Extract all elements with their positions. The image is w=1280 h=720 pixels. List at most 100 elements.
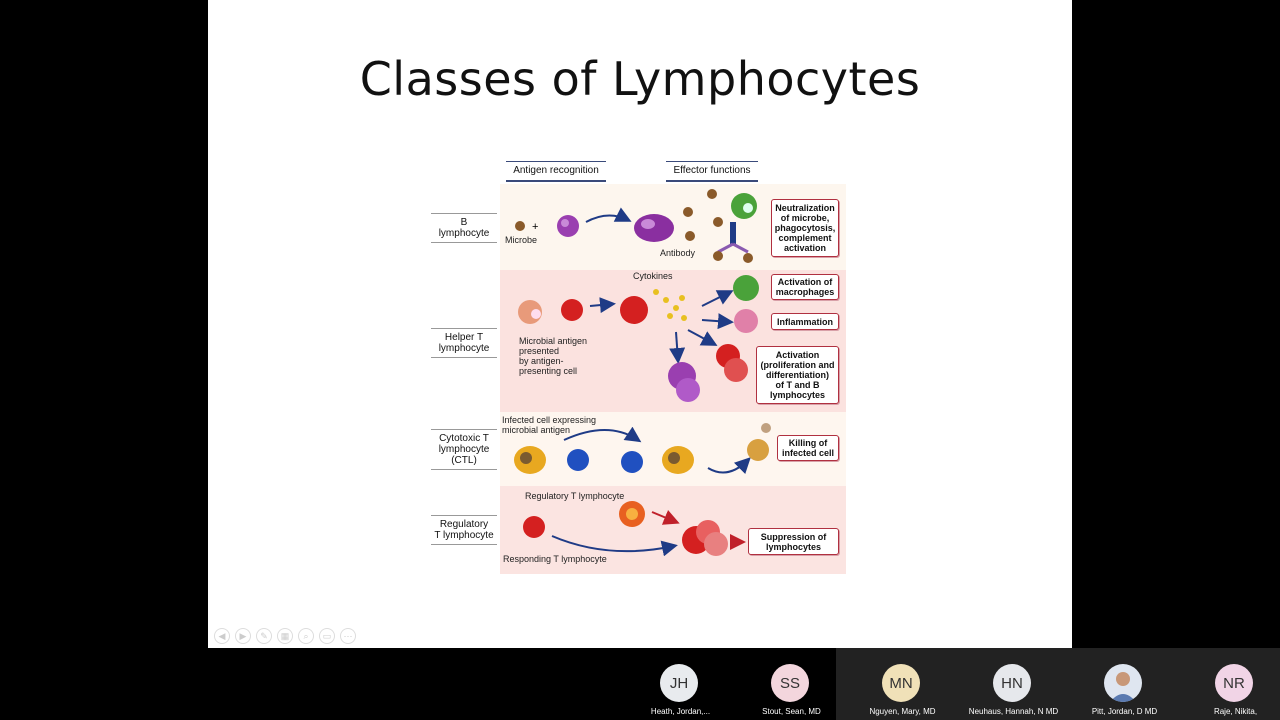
text-line: Killing of [788,438,828,448]
label-line: Cytotoxic T [439,433,489,444]
next-slide-icon[interactable]: ▶ [235,628,251,644]
apc-icon [518,300,542,324]
subtitles-icon[interactable]: ▭ [319,628,335,644]
participant-name: Heath, Jordan,... [650,707,711,716]
person-photo-icon [1110,672,1136,702]
label-line: T lymphocyte [434,530,494,541]
suppressed-t-cells-icon [682,520,728,556]
pen-icon[interactable]: ✎ [256,628,272,644]
antibody-icon [717,222,749,254]
participant-tile[interactable]: SS Stout, Sean, MD [725,648,836,720]
infected-cell-label: Infected cell expressing microbial antig… [502,415,596,435]
text-line: Suppression of [760,531,827,542]
participant-tile[interactable]: MN Nguyen, Mary, MD [836,648,947,720]
microbe-icon [515,221,525,231]
previous-slide-icon[interactable]: ◀ [214,628,230,644]
text-line: by antigen- [519,356,564,366]
plasma-cell-icon [634,214,674,242]
lymphocyte-illustration: + [514,189,771,557]
text-line: Microbial antigen [519,336,588,346]
text-line: macrophages [775,287,835,297]
text-line: lymphocytes [769,390,826,400]
infected-cell-icon [514,446,546,474]
slideshow-controls: ◀ ▶ ✎ ▦ ⌕ ▭ ⋯ [214,628,356,644]
label-line: lymphocyte [438,228,490,239]
label-line: lymphocyte [438,343,490,354]
effect-neutralization-box: Neutralization of microbe, phagocytosis,… [771,199,839,257]
helper-t-cell-icon [561,299,583,321]
infected-cell-icon [662,446,694,474]
slides-grid-icon[interactable]: ▦ [277,628,293,644]
participant-name: Raje, Nikita, [1213,707,1258,716]
row-label-ctl: Cytotoxic T lymphocyte (CTL) [431,429,497,470]
text-line: infected cell [781,448,835,458]
participant-tile[interactable]: Pitt, Jordan, D MD [1058,648,1169,720]
text-line: microbial antigen [502,425,571,435]
label-line: B [460,217,468,228]
b-cell-icon [557,215,579,237]
participant-name: Pitt, Jordan, D MD [1091,707,1158,716]
macrophage-icon [731,193,757,219]
text-line: presented [519,346,560,356]
ctl-cell-icon [621,451,643,473]
svg-text:+: + [532,221,538,233]
label-line: (CTL) [451,455,477,466]
text-line: Neutralization [775,203,835,213]
participant-tile[interactable]: JH Heath, Jordan,... [614,648,725,720]
microbial-antigen-presented-label: Microbial antigen presented by antigen- … [519,336,587,376]
participant-tile[interactable]: HN Neuhaus, Hannah, N MD [947,648,1058,720]
slide-title: Classes of Lymphocytes [359,52,921,106]
row-label-b-lymphocyte: B lymphocyte [431,213,497,243]
avatar: MN [882,664,920,702]
effect-activation-box: Activation (proliferation and differenti… [756,346,839,404]
avatar-photo [1104,664,1142,702]
row-label-treg: Regulatory T lymphocyte [431,515,497,545]
more-options-icon[interactable]: ⋯ [340,628,356,644]
avatar: HN [993,664,1031,702]
activated-t-cell-icon [620,296,648,324]
participant-tile[interactable]: NR Raje, Nikita, [1169,648,1280,720]
header-effector-functions: Effector functions [666,161,758,182]
text-line: (proliferation and [760,360,835,370]
label-line: Regulatory [439,519,489,530]
avatar: JH [660,664,698,702]
label-line: lymphocyte [438,444,490,455]
cytokine-icons [653,289,687,321]
dying-cell-icon [747,423,771,461]
participant-name: Nguyen, Mary, MD [869,707,936,716]
responding-t-label: Responding T lymphocyte [503,554,607,564]
text-line: phagocytosis, [774,223,836,233]
text-line: Activation of [777,277,833,287]
proliferating-b-cells-icon [668,362,700,402]
row-label-helper-t: Helper T lymphocyte [431,328,497,358]
avatar: NR [1215,664,1253,702]
text-line: complement [778,233,832,243]
avatar: SS [771,664,809,702]
text-line: differentiation) [766,370,829,380]
macrophage-icon [733,275,759,301]
presentation-slide: Classes of Lymphocytes Antigen recogniti… [208,0,1072,648]
participant-name: Neuhaus, Hannah, N MD [968,707,1059,716]
effect-killing-box: Killing of infected cell [777,435,839,461]
text-line: Activation [775,350,820,360]
effect-inflammation-box: Inflammation [771,313,839,330]
text-line: activation [783,243,826,253]
responding-t-cell-icon [523,516,545,538]
text-line: presenting cell [519,366,578,376]
label-line: Helper T [444,332,484,343]
effect-macrophages-box: Activation of macrophages [771,274,839,300]
regulatory-t-cell-icon [619,501,645,527]
text-line: of T and B [775,380,820,390]
participant-gallery: JH Heath, Jordan,... SS Stout, Sean, MD … [614,648,1280,720]
text-line: of microbe, [780,213,830,223]
antibody-label: Antibody [660,248,696,258]
inflammation-cell-icon [734,309,758,333]
proliferating-t-cells-icon [716,344,748,382]
regulatory-t-label: Regulatory T lymphocyte [525,491,625,501]
header-antigen-recognition: Antigen recognition [506,161,606,182]
zoom-icon[interactable]: ⌕ [298,628,314,644]
participant-name: Stout, Sean, MD [762,707,821,716]
cytokines-label: Cytokines [633,271,673,281]
ctl-cell-icon [567,449,589,471]
text-line: lymphocytes [765,541,822,552]
